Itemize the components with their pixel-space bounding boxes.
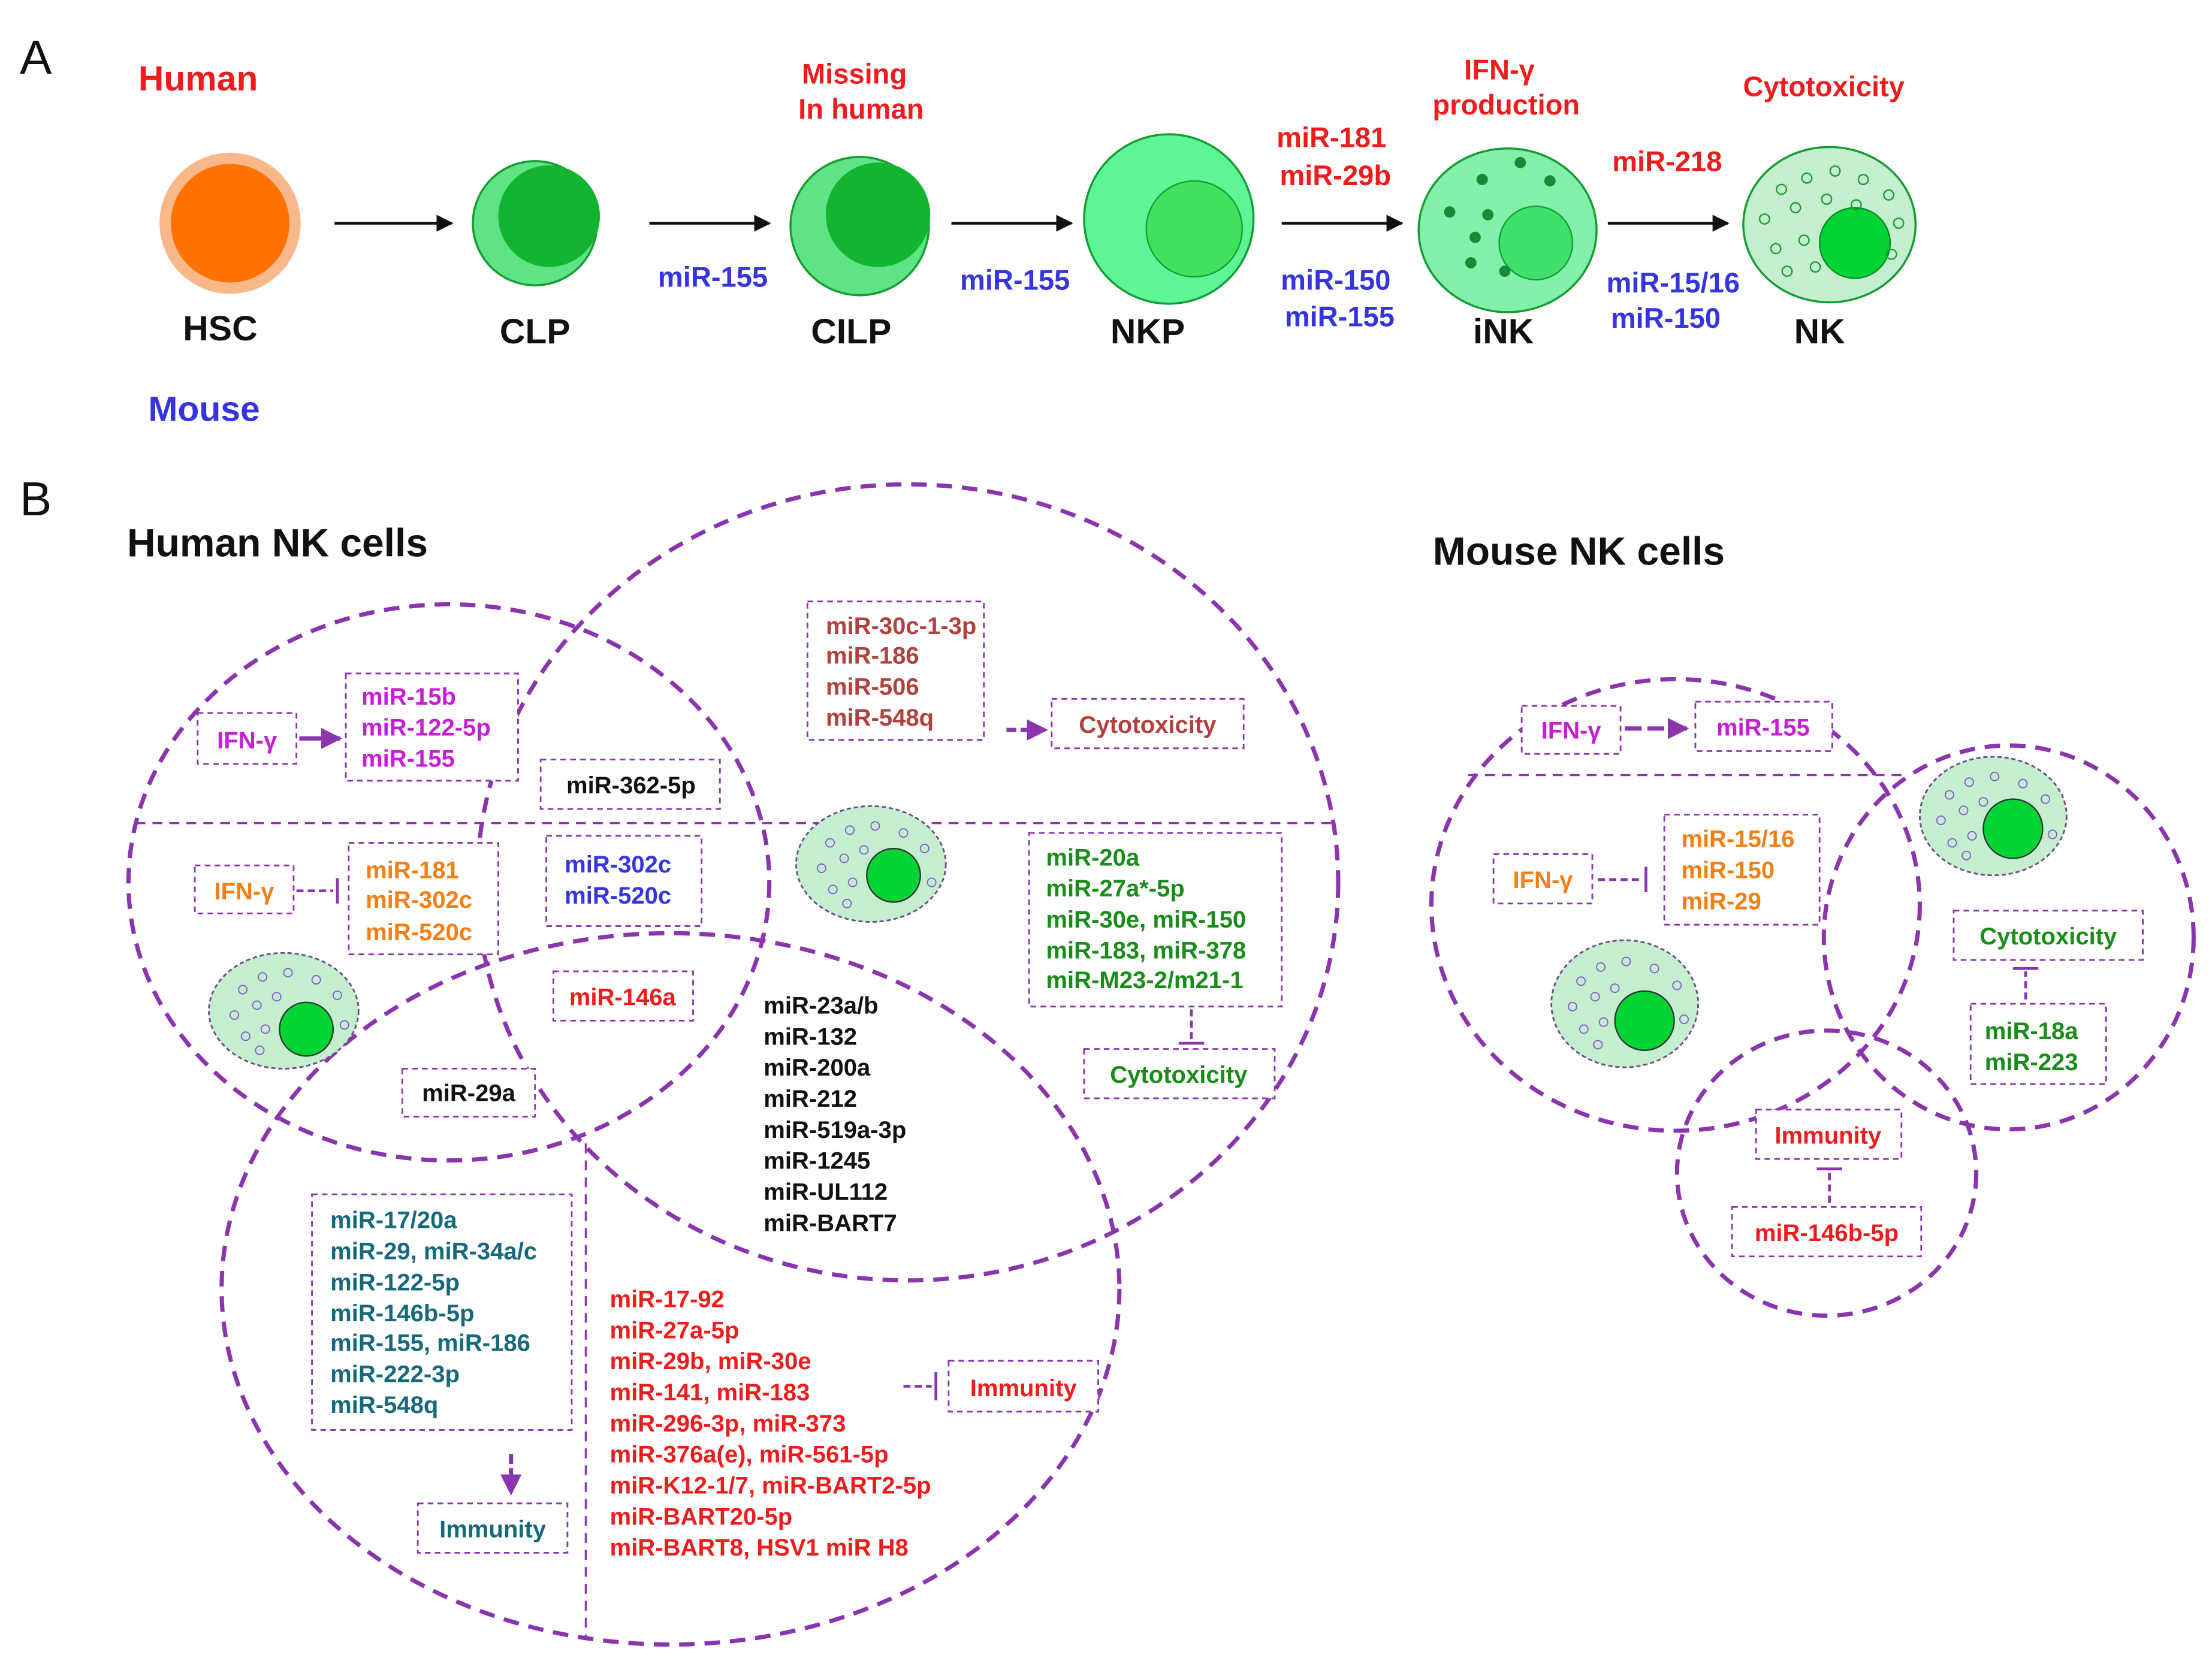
mouse-mir-clp-cilp: miR-155 (658, 261, 768, 293)
mouse-cyto-mirs: miR-18a miR-223 (1985, 1018, 2085, 1076)
mir-362-text: miR-362-5p (566, 772, 696, 799)
mir-302-520-text: miR-302c miR-520c (565, 851, 678, 909)
ifn-production-note: IFN-γ production (1432, 53, 1580, 120)
cyto-up-mirs: miR-30c-1-3p miR-186 miR-506 miR-548q (826, 613, 983, 731)
mouse-ifn-down-mirs: miR-15/16 miR-150 miR-29 (1681, 826, 1801, 915)
stage-ink-label: iNK (1473, 312, 1534, 351)
ink-cell (1417, 147, 1598, 313)
mouse-mirs-ink-nk: miR-15/16 miR-150 (1606, 267, 1748, 334)
box-mouse-ifn-up-mir (1694, 700, 1833, 752)
box-human-ifn-down-mirs (348, 842, 499, 956)
mouse-label: Mouse (148, 389, 259, 428)
cytotoxicity-note: Cytotoxicity (1743, 71, 1905, 102)
immunity-up-label: Immunity (439, 1516, 547, 1542)
mouse-mirs-nkp-ink: miR-150 miR-155 (1281, 264, 1398, 332)
mouse-venn-immunity-ellipse (1674, 1028, 1979, 1318)
box-mouse-cyto-label (1953, 910, 2144, 961)
cilp-cell (789, 156, 931, 297)
venn-immunity-ellipse (219, 931, 1122, 1647)
box-mir-362 (539, 759, 721, 810)
box-mouse-ifn-down-mirs (1663, 814, 1821, 926)
box-mir-146a (552, 970, 694, 1022)
mir-29a-text: miR-29a (422, 1080, 515, 1107)
inhibit-human-ifn-down (296, 878, 339, 904)
immunity-down-mirs: miR-17-92 miR-27a-5p miR-29b, miR-30e mi… (610, 1287, 938, 1562)
mouse-ifn-down-label: IFN-γ (1513, 867, 1573, 893)
mouse-ifn-up-mir: miR-155 (1716, 715, 1810, 741)
human-nk-title: Human NK cells (127, 520, 428, 564)
missing-note: Missing In human (798, 58, 924, 125)
box-mouse-ifn-up-label (1520, 705, 1622, 755)
stage-clp-label: CLP (500, 312, 571, 351)
human-mir-ink-nk: miR-218 (1612, 145, 1722, 177)
box-mouse-immunity-label (1755, 1109, 1903, 1160)
cyto-up-label: Cytotoxicity (1079, 712, 1217, 738)
cyto-down-label: Cytotoxicity (1110, 1062, 1248, 1088)
inhibit-human-immunity-down (903, 1372, 938, 1401)
hsc-cell (159, 152, 301, 294)
mouse-immunity-label: Immunity (1775, 1122, 1882, 1149)
human-ifn-up-mirs: miR-15b miR-122-5p miR-155 (361, 684, 497, 772)
box-cyto-up-label (1051, 697, 1245, 750)
mouse-mir-cilp-nkp: miR-155 (960, 264, 1070, 295)
box-cyto-down-label (1083, 1048, 1276, 1100)
box-human-ifn-up-label (197, 712, 298, 765)
stage-hsc-label: HSC (183, 309, 257, 348)
mouse-venn-cyto-ellipse (1821, 743, 2196, 1132)
box-human-ifn-down-label (194, 864, 295, 914)
stage-cilp-label: CILP (811, 312, 891, 351)
box-cyto-down-mirs (1028, 832, 1283, 1008)
human-label: Human (138, 59, 258, 98)
mouse-immunity-mir: miR-146b-5p (1755, 1220, 1899, 1246)
box-mouse-immunity-mir (1731, 1206, 1923, 1258)
human-ifn-down-mirs: miR-181 miR-302c miR-520c (366, 857, 479, 946)
box-mouse-cyto-mirs (1969, 1002, 2107, 1085)
immunity-down-label: Immunity (970, 1375, 1078, 1402)
cyto-down-mirs: miR-20a miR-27a*-5p miR-30e, miR-150 miR… (1046, 844, 1253, 993)
inhibit-mouse-cyto (2012, 967, 2039, 1000)
inhibit-mouse-immunity (1816, 1167, 1842, 1203)
box-mouse-ifn-down-label (1492, 853, 1594, 905)
stage-nk-label: NK (1794, 312, 1845, 351)
human-ifn-up-label: IFN-γ (217, 727, 277, 754)
venn-ifn-ellipse (126, 602, 772, 1163)
human-ifn-down-label: IFN-γ (214, 878, 274, 905)
nk-cell-human-1 (795, 805, 947, 923)
nk-cell-mouse-2 (1550, 939, 1700, 1068)
mouse-venn (1429, 677, 2196, 1318)
mouse-cyto-label: Cytotoxicity (1979, 923, 2117, 950)
box-mir-29a (401, 1068, 536, 1118)
clp-cell (472, 160, 600, 286)
box-immunity-down-label (947, 1360, 1099, 1413)
box-immunity-up-label (417, 1502, 569, 1554)
mouse-venn-ifn-ellipse (1429, 677, 1922, 1133)
box-human-ifn-up-mirs (345, 672, 519, 782)
mouse-nk-title: Mouse NK cells (1433, 529, 1725, 573)
nk-cell (1742, 146, 1917, 304)
inhibit-human-cyto-down (1178, 1009, 1205, 1045)
stage-nkp-label: NKP (1110, 312, 1185, 351)
mir-146a-text: miR-146a (569, 984, 677, 1010)
nkp-cell (1083, 133, 1255, 305)
panel-b-label: B (20, 472, 52, 526)
panel-a-label: A (20, 31, 52, 84)
inhibit-mouse-ifn-down (1598, 866, 1647, 893)
nk-cell-mouse-1 (1919, 756, 2068, 877)
mouse-ifn-up-label: IFN-γ (1541, 717, 1602, 744)
human-mirs-nkp-ink: miR-181 miR-29b (1276, 121, 1394, 191)
immunity-up-mirs: miR-17/20a miR-29, miR-34a/c miR-122-5p … (330, 1207, 544, 1419)
box-mir-302-520 (545, 835, 703, 927)
center-mirs: miR-23a/b miR-132 miR-200a miR-212 miR-5… (764, 993, 913, 1237)
box-immunity-up-mirs (311, 1193, 573, 1431)
nk-cell-human-2 (208, 952, 360, 1070)
box-cyto-up-mirs (806, 600, 985, 741)
